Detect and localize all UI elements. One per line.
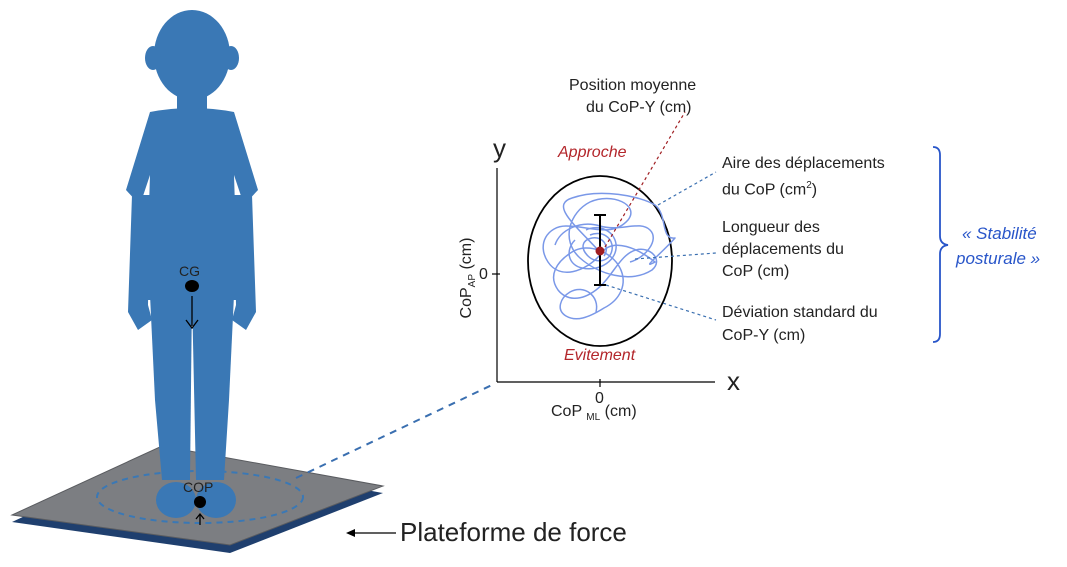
trace-loop-4 — [568, 226, 617, 270]
child-ear-left — [145, 46, 161, 70]
aire-superscript: 2 — [806, 180, 812, 191]
child-ear-right — [223, 46, 239, 70]
cg-dot — [185, 280, 199, 292]
position-moyenne-line1: Position moyenne — [569, 77, 697, 94]
x-axis-title-sub: ML — [586, 412, 601, 424]
position-moyenne-line2: du CoP-Y (cm) — [586, 99, 692, 116]
y-axis-title-unit: (cm) — [458, 237, 475, 270]
leader-deviation — [605, 284, 717, 321]
stabilite-line2: posturale » — [956, 249, 1041, 268]
child-arm-left — [128, 195, 152, 330]
cop-label: COP — [183, 479, 214, 495]
stabilite-line1: « Stabilité — [962, 224, 1037, 243]
leader-longueur — [634, 252, 717, 260]
leader-position-moyenne — [604, 111, 686, 248]
approche-label: Approche — [558, 144, 627, 161]
mean-cop-point — [595, 246, 605, 256]
child-foot-right — [196, 482, 236, 518]
child-leg-right — [192, 295, 234, 480]
platform-label: Plateforme de force — [400, 517, 627, 547]
x-axis-title: CoP ML (cm) — [551, 401, 637, 428]
cop-area-ellipse — [527, 175, 673, 347]
child-head — [154, 10, 230, 100]
y-zero-label: 0 — [479, 266, 488, 283]
cg-label: CG — [179, 263, 200, 279]
cop-arrow-head — [195, 512, 205, 520]
aire-line1: Aire des déplacements — [722, 155, 885, 172]
deviation-line1: Déviation standard du — [722, 304, 878, 321]
zoom-connector-line — [295, 384, 493, 479]
cop-dot — [194, 496, 206, 508]
child-silhouette — [126, 10, 258, 518]
longueur-line2: déplacements du — [722, 241, 844, 258]
trace-loop-2 — [559, 267, 624, 320]
trace-loop-5 — [554, 223, 654, 263]
aire-line2: du CoP (cm2) — [722, 175, 817, 200]
x-zero-label: 0 — [595, 390, 604, 407]
aire-line2-text: du CoP (cm — [722, 181, 807, 199]
child-arm-right — [232, 195, 256, 330]
platform-arrow-head — [346, 529, 355, 537]
stability-bracket — [932, 146, 949, 343]
child-leg-left — [150, 295, 192, 480]
longueur-line3: CoP (cm) — [722, 263, 790, 280]
x-axis-letter: x — [727, 366, 740, 396]
y-axis-title-sub: AP — [467, 273, 479, 288]
deviation-line2: CoP-Y (cm) — [722, 327, 806, 344]
x-axis-title-unit: (cm) — [604, 403, 637, 420]
cg-arrow-head — [185, 319, 199, 330]
y-axis-letter: y — [493, 133, 506, 163]
cop-trace — [542, 192, 676, 320]
y-axis-title: CoPAP (cm) — [456, 218, 483, 338]
child-torso — [126, 108, 258, 300]
aire-line2-end: ) — [811, 181, 818, 199]
trace-loop-1 — [542, 192, 676, 299]
longueur-line1: Longueur des — [722, 219, 820, 236]
x-axis-title-main: CoP — [551, 403, 582, 420]
leader-aire — [657, 171, 717, 206]
evitement-label: Evitement — [564, 347, 636, 364]
y-axis-title-main: CoP — [458, 287, 475, 319]
child-foot-left — [156, 482, 196, 518]
